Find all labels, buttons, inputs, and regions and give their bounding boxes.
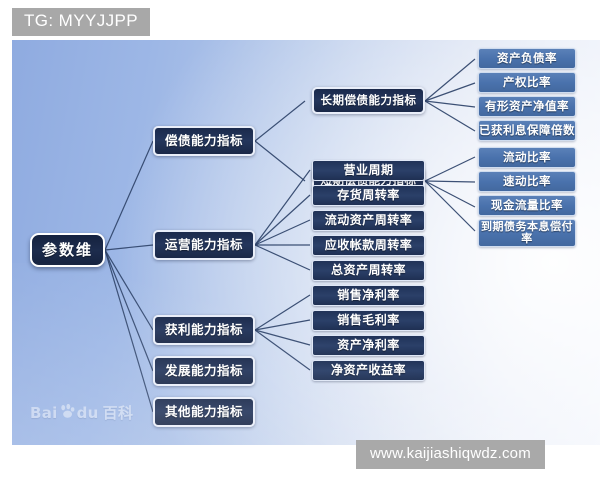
baidu-baike-watermark: Bai du 百科 — [30, 402, 133, 423]
branch-node-profit[interactable]: 获利能力指标 — [153, 315, 255, 345]
baidu-baike-label: 百科 — [102, 404, 134, 422]
leaf-node-inventory-turnover[interactable]: 存货周转率 — [312, 185, 425, 206]
edge-profit-to-leaf-2 — [254, 319, 311, 331]
leaf-node-debt-asset-ratio[interactable]: 资产负债率 — [478, 48, 576, 69]
leaf-node-maturing-debt-repayment-ratio[interactable]: 到期债务本息偿付率 — [478, 219, 576, 247]
url-watermark: www.kaijiashiqwdz.com — [356, 440, 545, 469]
leaf-node-quick-ratio[interactable]: 速动比率 — [478, 171, 576, 192]
edge-root-to-operation — [104, 244, 154, 251]
branch-node-operation[interactable]: 运营能力指标 — [153, 230, 255, 260]
leaf-node-interest-coverage[interactable]: 已获利息保障倍数 — [478, 120, 576, 141]
branch-node-other[interactable]: 其他能力指标 — [153, 397, 255, 427]
edge-longterm-to-leaf-2 — [424, 82, 476, 102]
mindmap-panel: 参数维 偿债能力指标 运营能力指标 获利能力指标 发展能力指标 其他能力指标 长… — [12, 40, 600, 445]
root-node[interactable]: 参数维 — [30, 233, 105, 267]
edge-profit-to-leaf-1 — [254, 294, 311, 331]
edge-operation-to-leaf-1 — [254, 169, 311, 246]
tg-watermark: TG: MYYJJPP — [12, 8, 150, 36]
baidu-logo-du-text: du — [76, 403, 99, 422]
edge-profit-to-leaf-3 — [254, 329, 311, 346]
branch-node-growth[interactable]: 发展能力指标 — [153, 356, 255, 386]
leaf-node-current-ratio[interactable]: 流动比率 — [478, 147, 576, 168]
edge-root-to-growth — [104, 249, 154, 372]
edge-shortterm-to-leaf-1 — [424, 156, 476, 182]
edge-root-to-other — [104, 249, 154, 413]
leaf-node-total-asset-turnover[interactable]: 总资产周转率 — [312, 260, 425, 281]
edge-solvency-to-shortterm — [254, 140, 306, 182]
leaf-node-cash-flow-ratio[interactable]: 现金流量比率 — [478, 195, 576, 216]
edge-shortterm-to-leaf-2 — [424, 180, 476, 183]
subbranch-node-longterm-solvency[interactable]: 长期偿债能力指标 — [312, 87, 425, 114]
edge-root-to-solvency — [104, 140, 154, 251]
baidu-logo-bai-text: Bai — [30, 403, 58, 422]
leaf-node-tangible-net-asset-ratio[interactable]: 有形资产净值率 — [478, 96, 576, 117]
leaf-node-current-asset-turnover[interactable]: 流动资产周转率 — [312, 210, 425, 231]
paw-icon — [59, 403, 76, 422]
edge-shortterm-to-leaf-4 — [424, 180, 476, 232]
edge-solvency-to-longterm — [254, 100, 306, 142]
branch-node-solvency[interactable]: 偿债能力指标 — [153, 126, 255, 156]
leaf-node-return-on-assets[interactable]: 资产净利率 — [312, 335, 425, 356]
leaf-node-receivables-turnover[interactable]: 应收帐款周转率 — [312, 235, 425, 256]
leaf-node-equity-ratio[interactable]: 产权比率 — [478, 72, 576, 93]
leaf-node-return-on-equity[interactable]: 净资产收益率 — [312, 360, 425, 381]
edge-longterm-to-leaf-1 — [424, 58, 476, 102]
edge-root-to-profit — [104, 249, 154, 331]
edge-shortterm-to-leaf-3 — [424, 180, 476, 208]
leaf-node-gross-profit-margin[interactable]: 销售毛利率 — [312, 310, 425, 331]
leaf-node-net-profit-margin[interactable]: 销售净利率 — [312, 285, 425, 306]
edge-operation-to-leaf-5 — [254, 244, 311, 271]
edge-operation-to-leaf-2 — [254, 194, 311, 246]
edge-longterm-to-leaf-4 — [424, 100, 476, 132]
edge-operation-to-leaf-3 — [254, 219, 311, 246]
edge-profit-to-leaf-4 — [254, 329, 311, 371]
edge-longterm-to-leaf-3 — [424, 100, 476, 108]
leaf-node-operating-cycle[interactable]: 营业周期 — [312, 160, 425, 181]
